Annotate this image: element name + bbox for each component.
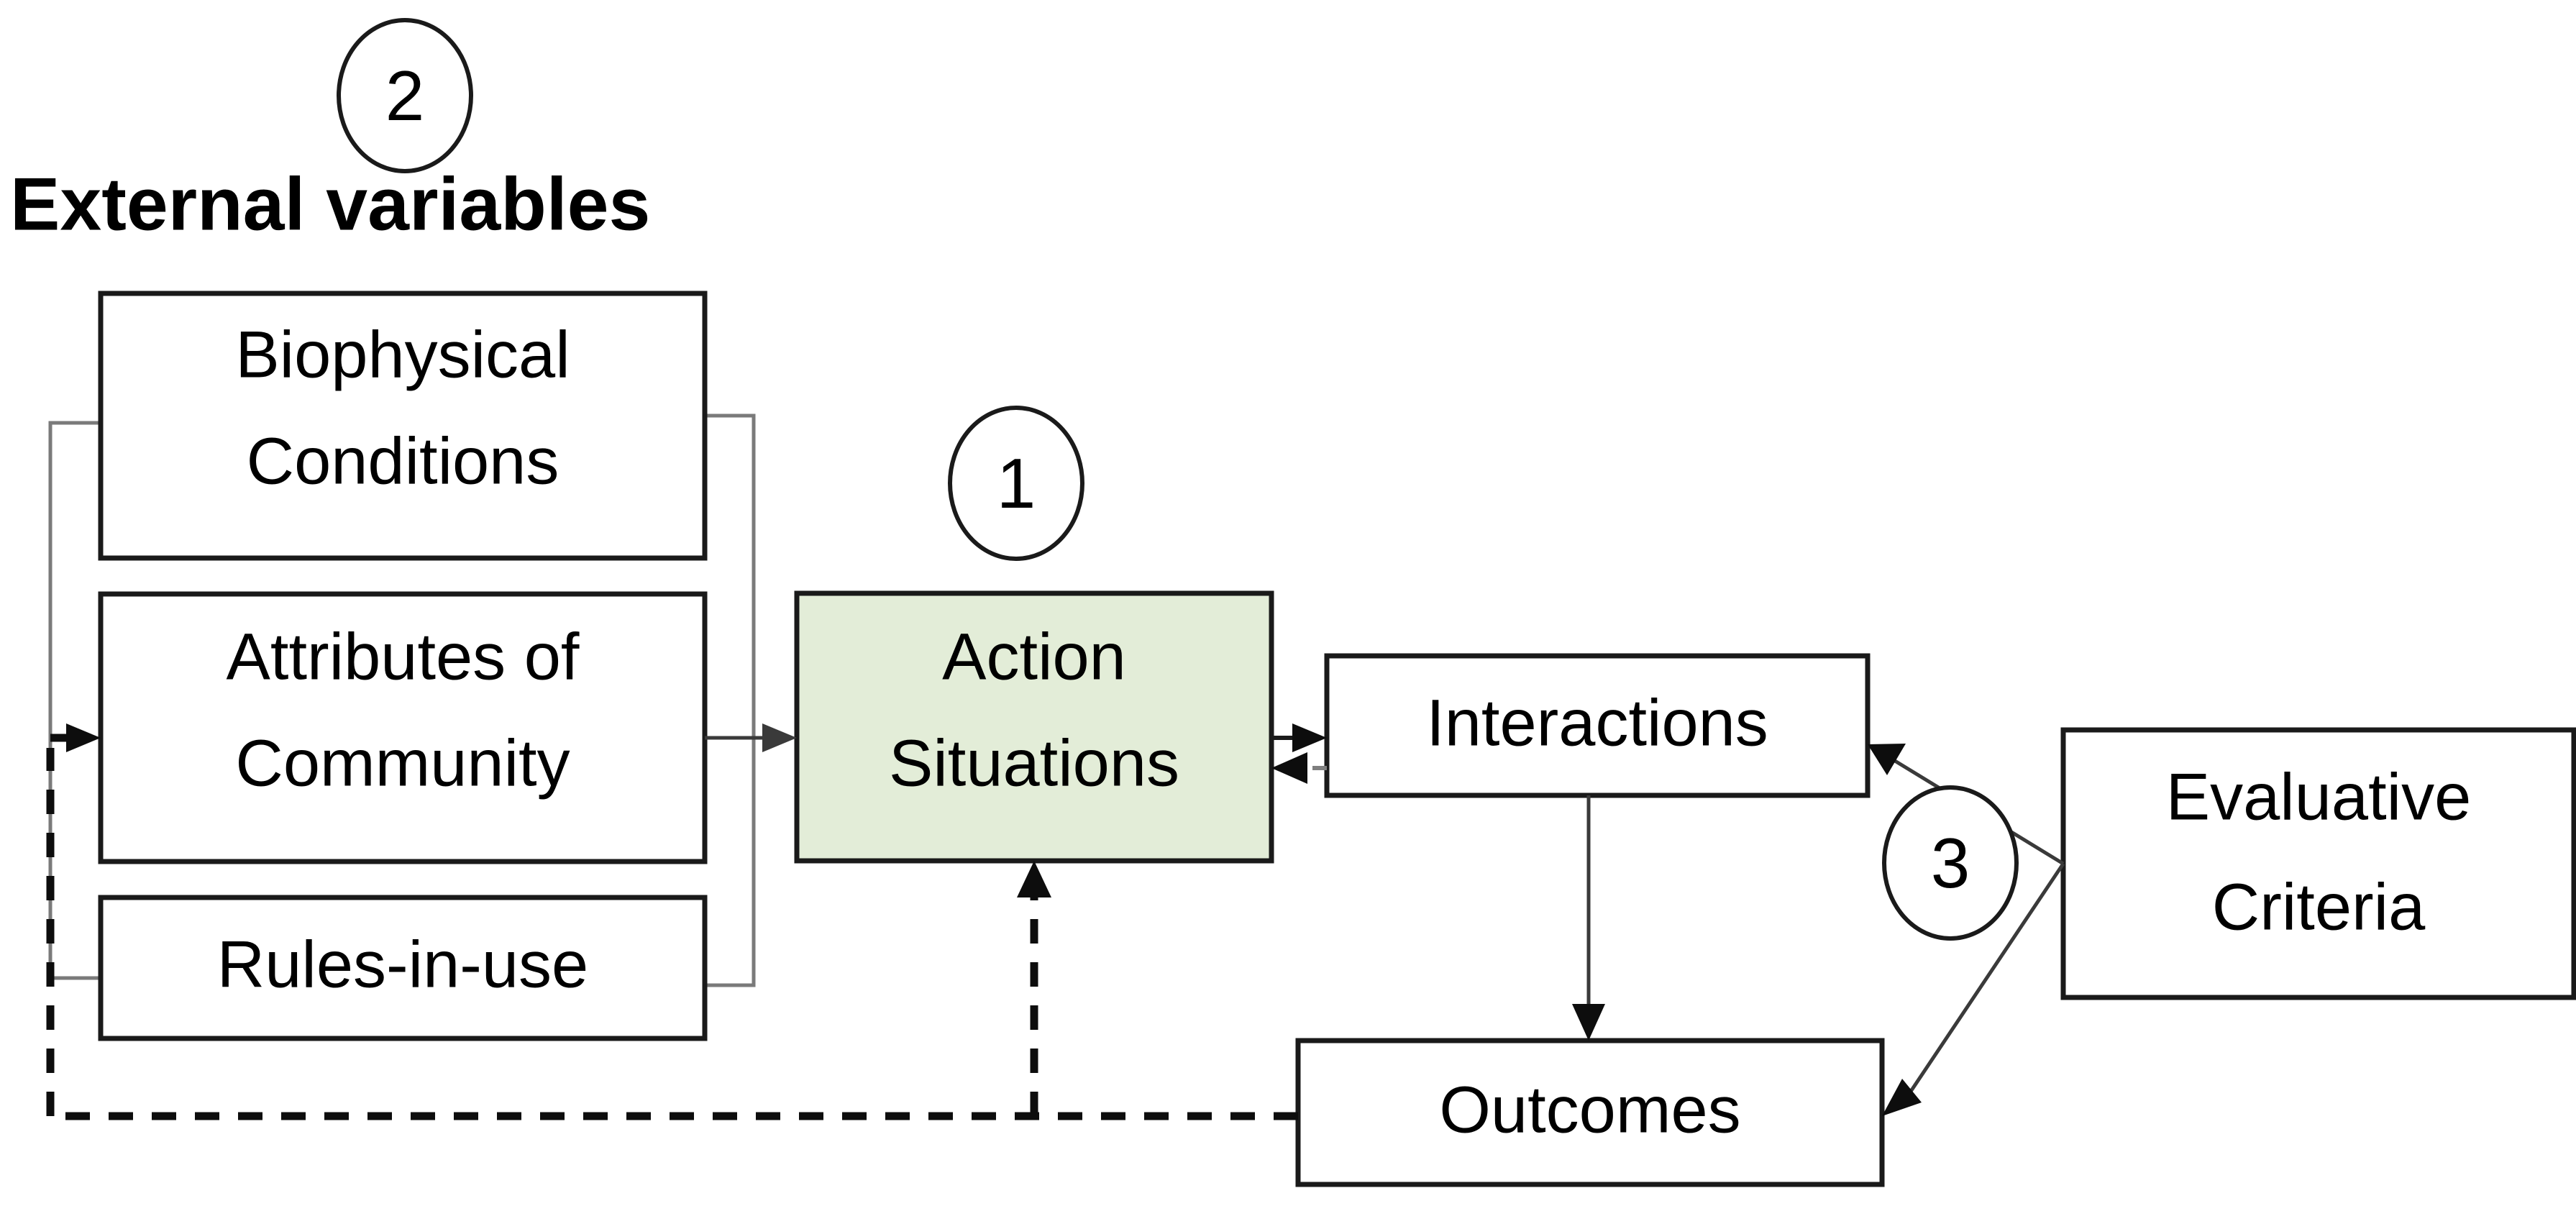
box-attributes-of-community[interactable]: [98, 591, 708, 864]
action-situations-label-line2: Situations: [889, 726, 1179, 800]
page-title: External variables: [10, 163, 650, 246]
connector-outcomes-feedback-loop: [46, 723, 1298, 1120]
right-grouping-bracket: [705, 414, 756, 987]
box-action-situations[interactable]: [794, 590, 1274, 864]
box-interactions[interactable]: [1324, 653, 1871, 798]
action-situations-label-line1: Action: [942, 620, 1126, 693]
left-grouping-bracket: [48, 421, 101, 980]
outcomes-label: Outcomes: [1439, 1073, 1740, 1146]
biophysical-label-line2: Conditions: [247, 424, 559, 498]
connector-interactions-to-outcomes: [1572, 795, 1605, 1041]
box-rules-in-use[interactable]: [98, 895, 708, 1041]
marker-3-label: 3: [1931, 823, 1970, 903]
box-biophysical-conditions[interactable]: [98, 291, 708, 561]
connector-evaluative-to-outcomes: [1882, 862, 2065, 1116]
marker-1-label: 1: [997, 444, 1036, 523]
marker-2-label: 2: [385, 56, 425, 135]
marker-circle-2: 2: [337, 18, 473, 173]
evaluative-label-line1: Evaluative: [2166, 760, 2471, 833]
connector-action-to-interactions: [1271, 723, 1327, 752]
attributes-label-line2: Community: [235, 726, 570, 800]
marker-circle-1: 1: [948, 406, 1084, 561]
evaluative-label-line2: Criteria: [2212, 870, 2426, 944]
connector-interactions-to-action-feedback: [1271, 752, 1327, 784]
connector-outcomes-to-action-situations: [1017, 861, 1051, 1116]
marker-circle-3: 3: [1882, 785, 2019, 941]
attributes-label-line1: Attributes of: [227, 620, 580, 693]
biophysical-label-line1: Biophysical: [235, 318, 570, 391]
box-evaluative-criteria[interactable]: [2060, 727, 2576, 1000]
interactions-label: Interactions: [1426, 686, 1768, 759]
rules-label-line1: Rules-in-use: [217, 928, 588, 1001]
connector-external-to-action: [705, 723, 797, 752]
